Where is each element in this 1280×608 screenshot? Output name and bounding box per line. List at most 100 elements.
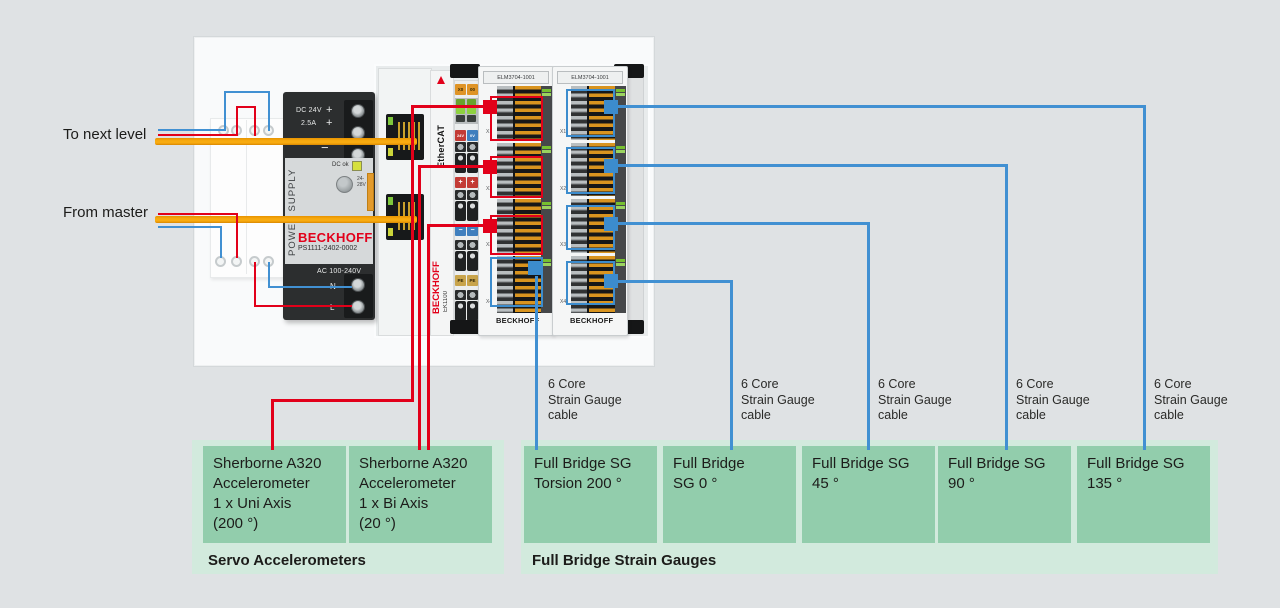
wire-blue	[268, 91, 270, 131]
module-1-label: ELM3704-1001	[483, 71, 549, 84]
psu-dc-ok-label: DC ok	[332, 162, 349, 168]
wire-red	[254, 262, 256, 307]
sg-line-90	[611, 164, 1008, 167]
sg-line-torsion	[535, 276, 538, 450]
accel-line-1	[271, 399, 414, 402]
psu-screw	[351, 278, 365, 292]
psu-line-label: L	[330, 303, 335, 312]
accel-line-2	[418, 165, 486, 168]
psu-ac-label: AC 100-240V	[317, 268, 362, 275]
sg-line-0	[730, 280, 733, 450]
accel-line-1	[411, 105, 486, 108]
wire-red	[158, 134, 238, 136]
psu-brand: BECKHOFF	[298, 230, 373, 245]
wire-blue	[224, 91, 270, 93]
activity-led	[388, 228, 393, 236]
wire-red	[236, 106, 238, 136]
psu-model: PS1111-2402-0002	[298, 245, 358, 252]
rail-clip	[450, 320, 480, 334]
wire-blue	[158, 226, 222, 228]
link-led	[388, 117, 393, 125]
ek1100-coupler	[430, 70, 454, 336]
wire-blue	[158, 129, 226, 131]
from-master-label: From master	[63, 204, 149, 221]
tag-minus: −	[455, 225, 466, 236]
psu-vertical-label: POWER SUPPLY	[287, 168, 298, 256]
blue-connection-marker	[604, 274, 618, 288]
blue-connection-marker	[528, 261, 542, 275]
wire-blue	[224, 91, 226, 131]
accel-line-1	[271, 399, 274, 450]
terminal-block-divider	[246, 120, 247, 274]
tag-x0: X0	[455, 84, 466, 95]
red-connection-marker	[483, 219, 497, 233]
psu-range-label: 24- 28V	[357, 176, 366, 188]
psu-screw	[351, 104, 365, 118]
psu-dc-ok-led	[352, 161, 362, 171]
psu-orange-tab	[367, 173, 374, 211]
tag-0v: 0V	[467, 130, 478, 141]
wire-blue	[268, 286, 352, 288]
psu-dc-label: DC 24V	[296, 107, 322, 114]
accel-line-1	[411, 105, 414, 401]
led-cover	[615, 86, 626, 313]
coupler-led-block	[455, 98, 478, 124]
sg-line-0	[611, 280, 733, 283]
psu-plus: +	[326, 104, 333, 116]
blue-connection-marker	[604, 217, 618, 231]
blue-connection-marker	[604, 159, 618, 173]
accel-line-3	[427, 224, 486, 227]
wire-red	[254, 305, 352, 307]
tag-plus: +	[467, 177, 478, 188]
activity-led	[388, 148, 393, 156]
channel-bracket-red	[490, 215, 543, 255]
sg-line-135	[1143, 105, 1146, 450]
rj45-port-top	[386, 114, 424, 160]
tag-00: 00	[467, 84, 478, 95]
connector-x3	[497, 199, 541, 253]
connector-x3	[571, 199, 615, 253]
psu-front-panel: POWER SUPPLY DC ok 24- 28V BECKHOFF PS11…	[285, 158, 374, 264]
module-2-brand: BECKHOFF	[570, 316, 614, 325]
ethercat-logo: EtherCAT	[436, 124, 446, 168]
module-2-label: ELM3704-1001	[557, 71, 623, 84]
tag-pe: PE	[467, 275, 478, 286]
connector-x2	[497, 143, 541, 196]
sg-group-title: Full Bridge Strain Gauges	[532, 552, 717, 569]
accel-line-3	[427, 224, 430, 450]
sg-line-45	[867, 222, 870, 450]
rail-clip	[450, 64, 480, 78]
psu-adjust-knob	[336, 176, 353, 193]
link-led	[388, 197, 393, 205]
red-connection-marker	[483, 100, 497, 114]
tag-plus: +	[455, 177, 466, 188]
tag-24v: 24V	[455, 130, 466, 141]
psu-plus: +	[326, 117, 333, 129]
coupler-model: EK1100	[443, 291, 449, 312]
led-cover	[541, 86, 552, 313]
psu-screw	[351, 300, 365, 314]
psu-minus: −	[321, 140, 329, 155]
ethercat-cable-from-master	[155, 216, 417, 223]
servo-group-title: Servo Accelerometers	[208, 552, 366, 569]
ethercat-arrow-icon	[437, 76, 445, 84]
ethercat-cable-to-next-level	[155, 138, 417, 145]
rj45-pins	[398, 122, 420, 150]
sg-line-90	[1005, 164, 1008, 450]
sg-line-45	[611, 222, 870, 225]
wire-red	[236, 106, 256, 108]
wire-red	[254, 106, 256, 136]
module-1-brand: BECKHOFF	[496, 316, 540, 325]
